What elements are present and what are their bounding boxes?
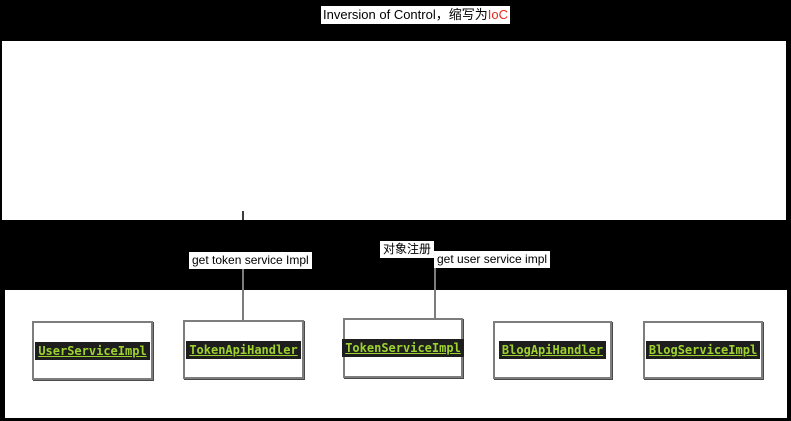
class-box-blog-service-impl: BlogServiceImpl <box>643 321 763 379</box>
title-text: Inversion of Control，缩写为 <box>323 7 488 22</box>
class-name-label: TokenApiHandler <box>186 340 301 359</box>
upper-content-panel <box>2 41 786 220</box>
connector-tick-mark <box>242 211 244 220</box>
class-name-label: BlogApiHandler <box>498 341 607 359</box>
class-box-blog-api-handler: BlogApiHandler <box>493 321 612 379</box>
label-object-registration: 对象注册 <box>380 241 435 258</box>
class-box-token-service-impl: TokenServiceImpl <box>342 318 464 378</box>
class-box-user-service-impl: UserServiceImpl <box>32 321 153 380</box>
class-name-label: BlogServiceImpl <box>645 341 761 359</box>
connector-line-user <box>434 268 436 319</box>
class-name-label: TokenServiceImpl <box>342 339 464 357</box>
class-box-token-api-handler: TokenApiHandler <box>183 320 304 379</box>
label-get-user-service: get user service impl <box>434 251 551 268</box>
diagram-title: Inversion of Control，缩写为IoC <box>321 6 510 24</box>
connector-line-token <box>242 268 244 322</box>
class-name-label: UserServiceImpl <box>35 341 150 360</box>
label-get-token-service: get token service Impl <box>189 252 312 269</box>
title-accent-ioc: IoC <box>487 7 508 22</box>
